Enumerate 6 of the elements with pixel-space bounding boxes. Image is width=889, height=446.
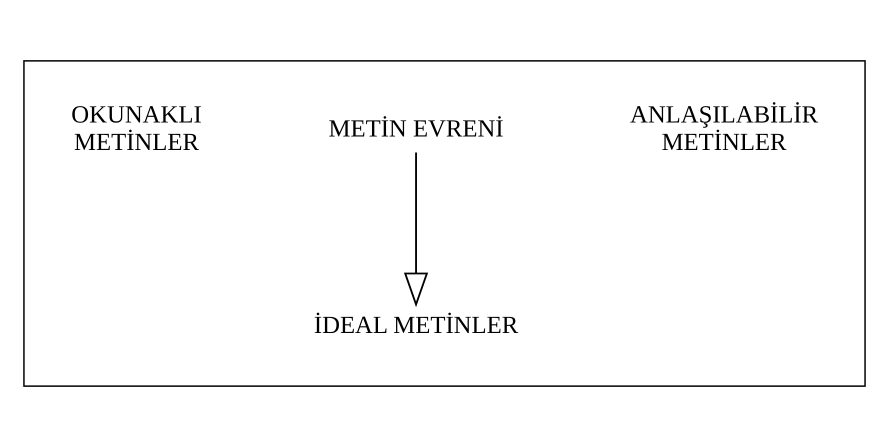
node-text: İDEAL METİNLER: [314, 311, 518, 338]
label: ANLAŞILABİLİR METİNLER: [630, 101, 818, 156]
arrow: [404, 152, 428, 307]
cluster: [23, 60, 866, 386]
node-text: METİN EVRENİ: [328, 114, 504, 142]
label: OKUNAKLI METİNLER: [71, 101, 202, 156]
